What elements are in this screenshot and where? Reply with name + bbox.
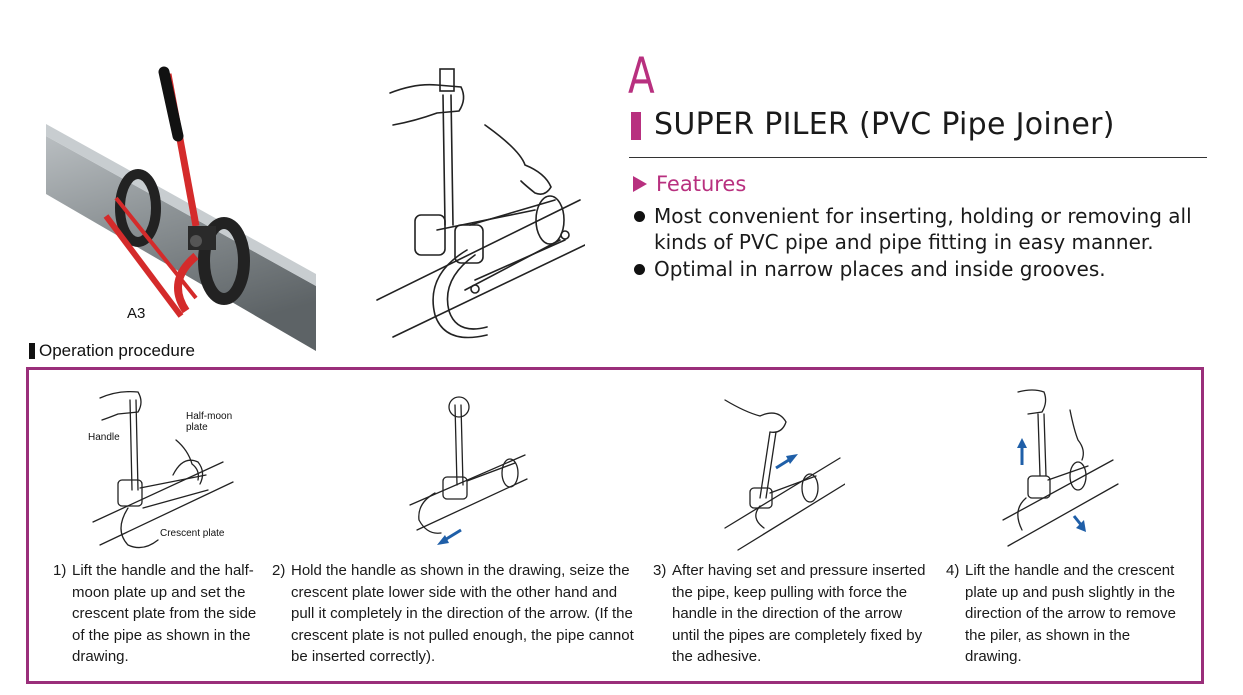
step-text: After having set and pressure inserted t… [672,562,926,665]
features-triangle-icon [633,176,647,192]
step-number: 3) [653,562,667,579]
step-4-drawing [1002,389,1119,547]
bullet-icon [634,211,645,222]
step-3: 3) After having set and pressure inserte… [653,560,931,668]
product-model-label: A3 [127,305,146,322]
step-number: 4) [946,562,960,579]
bullet-icon [634,264,645,275]
section-letter: A [628,47,655,105]
product-photo [46,66,316,351]
title-divider [629,157,1207,158]
half-moon-plate-callout: Half-moon plate [186,411,233,433]
feature-text: Optimal in narrow places and inside groo… [654,257,1106,281]
procedure-frame [26,367,1204,684]
handle-callout: Handle [88,432,120,443]
features-heading: Features [656,172,747,196]
crescent-plate-callout: Crescent plate [160,528,225,539]
piler-line-drawing [376,68,585,339]
step-number: 1) [53,562,67,579]
step-2-drawing [409,396,528,545]
step-text: Lift the handle and the half-moon plate … [72,562,257,665]
step-text: Hold the handle as shown in the drawing,… [291,562,634,665]
feature-text: Most convenient for inserting, holding o… [654,204,1192,254]
step-4: 4) Lift the handle and the crescent plat… [946,560,1184,668]
title-marker [631,112,641,140]
step-1: 1) Lift the handle and the half-moon pla… [53,560,258,668]
step-2: 2) Hold the handle as shown in the drawi… [272,560,634,668]
operation-heading: Operation procedure [39,341,195,360]
operation-marker [29,343,35,359]
step-3-drawing [724,399,845,551]
step-number: 2) [272,562,286,579]
step-text: Lift the handle and the crescent plate u… [965,562,1176,665]
step-1-drawing [92,390,234,549]
feature-item: Optimal in narrow places and inside groo… [632,256,1214,282]
feature-item: Most convenient for inserting, holding o… [632,203,1214,255]
product-title: SUPER PILER (PVC Pipe Joiner) [654,107,1115,142]
